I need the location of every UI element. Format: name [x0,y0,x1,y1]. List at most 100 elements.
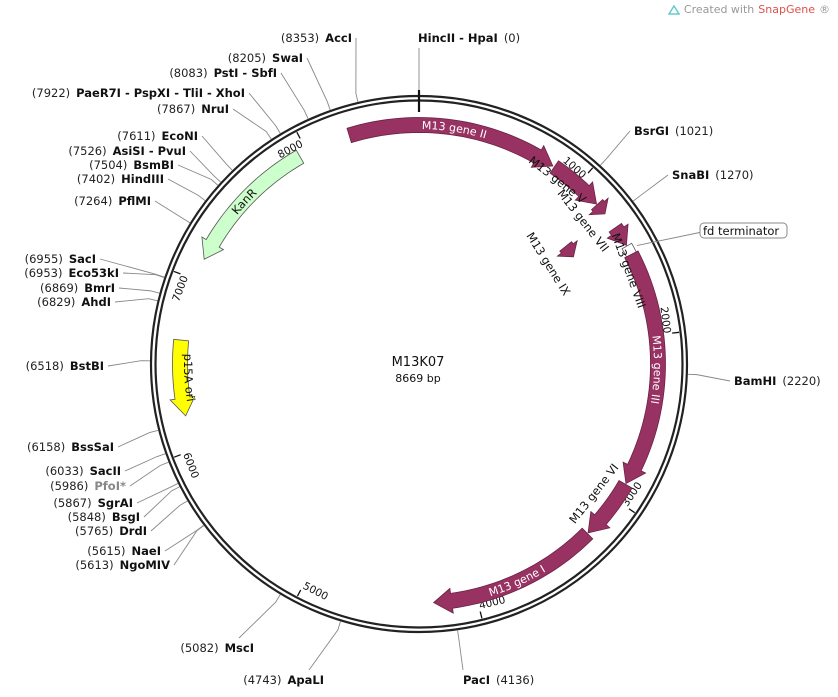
enzyme-leader-line [143,486,180,518]
enzyme-site[interactable]: BsrGI(1021) [600,124,713,166]
plasmid-name: M13K07 [392,355,445,370]
enzyme-label[interactable]: (6953)Eco53kI [24,266,119,280]
feature-m13-gene-i[interactable] [432,527,594,614]
enzyme-site[interactable]: (5615)NaeI [87,524,204,558]
feature-m13-gene-ix[interactable] [556,239,578,258]
feature-m13-gene-viii[interactable] [606,222,629,246]
enzyme-site[interactable]: (6955)SacI [25,252,165,278]
enzyme-label[interactable]: (6518)BstBI [26,359,104,373]
enzyme-label[interactable]: (6033)SacII [45,464,121,478]
feature-label: M13 gene IX [523,230,573,298]
enzyme-leader-line [280,72,309,120]
fd-terminator-callout [699,222,788,239]
enzyme-site[interactable]: (6829)AhdI [37,295,158,309]
enzyme-label[interactable]: (5848)BsgI [68,510,140,524]
enzyme-site[interactable]: (7922) PaeR7I - PspXI - TliI - XhoI [32,86,281,134]
enzyme-site[interactable]: (8083)PstI - SbfI [169,66,309,120]
enzyme-label[interactable]: (7504)BsmBI [89,158,174,172]
enzyme-site[interactable]: (5867)SgrAI [53,483,179,510]
enzyme-label[interactable]: PacI(4136) [463,673,534,687]
enzyme-site[interactable]: (5765)DrdI [75,500,188,538]
feature-m13-gene-vi[interactable] [587,479,633,534]
enzyme-label[interactable]: (8083)PstI - SbfI [169,66,277,80]
enzyme-name: PaeR7I - PspXI - TliI - XhoI [76,86,245,100]
enzyme-label[interactable]: (5986)PfoI* [50,479,126,493]
feature-m13-gene-v[interactable] [549,160,598,205]
enzyme-site[interactable]: (7264)PflMI [74,194,191,224]
enzyme-site[interactable]: HincII - HpaI(0) [417,31,520,112]
enzyme-label[interactable]: (7526)AsiSI - PvuI [68,144,186,158]
enzyme-site[interactable]: (5986)PfoI* [50,461,169,493]
enzyme-site[interactable]: (4743)ApaLI [243,621,341,687]
enzyme-label[interactable]: (8205)SwaI [228,51,303,65]
enzyme-label[interactable]: (5082)MscI [180,641,254,655]
enzyme-site[interactable]: (7611)EcoNI [117,129,233,171]
enzyme-position: (7504) [89,158,127,172]
enzyme-site[interactable]: (6518)BstBI [26,359,151,373]
feature-p15a-ori[interactable] [169,338,196,417]
enzyme-site[interactable]: PacI(4136) [457,630,535,687]
enzyme-site[interactable]: (6869)BmrI [40,281,160,295]
enzyme-site[interactable]: (7526)AsiSI - PvuI [68,144,222,183]
enzyme-leader-line [306,57,331,111]
enzyme-label[interactable]: (5615)NaeI [87,544,161,558]
enzyme-label[interactable]: (5867)SgrAI [53,496,133,510]
enzyme-label[interactable]: (6955)SacI [25,252,96,266]
enzyme-label[interactable]: BsrGI(1021) [634,124,713,138]
tick-mark [587,167,594,174]
enzyme-label[interactable]: (7867)NruI [157,102,229,116]
enzyme-site[interactable]: (7402)HindIII [77,172,206,202]
enzyme-label[interactable]: (5613)NgoMIV [75,558,170,572]
tick-label: 7000 [170,274,191,303]
restriction-sites: HincII - HpaI(0) BsrGI(1021) SnaBI(1270) Ba… [24,31,820,687]
plasmid-length: 8669 bp [395,372,440,385]
enzyme-site[interactable]: BamHI(2220) [687,373,821,388]
enzyme-site[interactable]: (6033)SacII [45,453,166,478]
enzyme-label[interactable]: (7402)HindIII [77,172,164,186]
enzyme-label[interactable]: (7264)PflMI [74,194,151,208]
enzyme-label[interactable]: (4743)ApaLI [243,673,324,687]
enzyme-site[interactable]: (8205)SwaI [228,51,331,111]
enzyme-site[interactable]: SnaBI(1270) [632,168,754,202]
enzyme-label[interactable]: BamHI(2220) [734,374,821,388]
enzyme-position: (7922) [32,86,70,100]
enzyme-position: (7867) [157,102,195,116]
enzyme-leader-line [238,594,281,639]
tick-mark [628,508,636,514]
enzyme-label[interactable]: (7611)EcoNI [117,129,198,143]
enzyme-name: EcoNI [162,129,198,143]
feature-m13-gene-vii[interactable] [588,197,609,216]
enzyme-site[interactable]: (5082)MscI [180,594,281,655]
enzyme-label[interactable]: (6829)AhdI [37,295,111,309]
enzyme-site[interactable]: (7504)BsmBI [89,158,219,186]
enzyme-leader-line [457,630,464,671]
enzyme-leader-line [687,373,731,382]
enzyme-name: BsrGI [634,124,669,138]
enzyme-name: PstI - SbfI [214,66,277,80]
enzyme-position: (6158) [27,440,65,454]
enzyme-position: (5765) [75,524,113,538]
enzyme-site[interactable]: (6158)BssSaI [27,429,159,454]
enzyme-label[interactable]: (7922) PaeR7I - PspXI - TliI - XhoI [32,86,245,100]
enzyme-label[interactable]: (6869)BmrI [40,281,115,295]
enzyme-label[interactable]: HincII - HpaI(0) [418,31,520,45]
enzyme-name: BstBI [70,359,104,373]
feature-m13-gene-iii[interactable] [622,250,666,485]
enzyme-name: PacI [463,673,490,687]
enzyme-site[interactable]: (6953)Eco53kI [24,266,165,280]
enzyme-site[interactable]: (8353)AccI [281,31,359,103]
enzyme-site[interactable]: (7867)NruI [157,102,272,140]
feature-m13-gene-ii[interactable] [346,117,554,168]
enzyme-leader-line [173,525,205,566]
enzyme-label[interactable]: (5765)DrdI [75,524,147,538]
enzyme-leader-line [600,130,631,166]
enzyme-position: (6033) [45,464,83,478]
enzyme-label[interactable]: (6158)BssSaI [27,440,114,454]
feature-kanr[interactable] [201,149,305,260]
enzyme-position: (8205) [228,51,266,65]
enzyme-label[interactable]: SnaBI(1270) [672,168,754,182]
enzyme-site[interactable]: (5848)BsgI [68,486,180,524]
tick-label: 5000 [301,580,330,603]
enzyme-leader-line [129,461,169,487]
enzyme-label[interactable]: (8353)AccI [281,31,352,45]
